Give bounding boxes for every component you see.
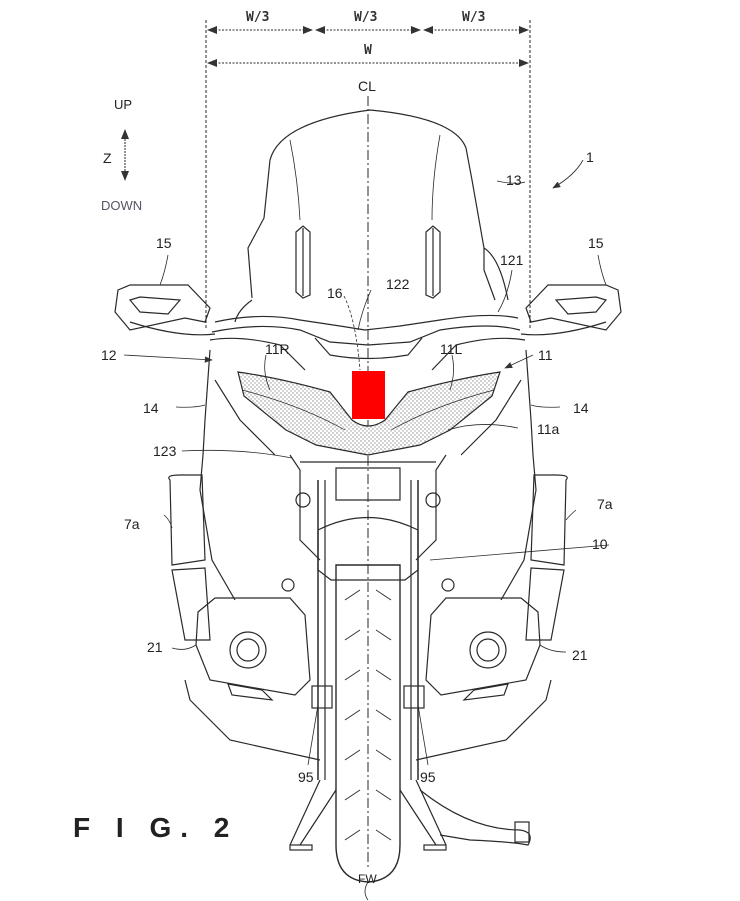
side-case-right <box>530 474 568 566</box>
ref-11R: 11R <box>265 341 290 357</box>
ref-16: 16 <box>327 285 343 301</box>
fog-lamp-left <box>195 597 311 696</box>
dim-label-third-left: W/3 <box>246 10 270 25</box>
axis-down-label: DOWN <box>101 198 143 213</box>
ref-95-right: 95 <box>420 769 436 785</box>
dimension-extension-lines <box>205 20 531 330</box>
ref-95-left: 95 <box>298 769 314 785</box>
fog-lamp-right <box>425 597 541 696</box>
ref-15-left: 15 <box>156 235 172 251</box>
ref-14-right: 14 <box>573 400 589 416</box>
ref-7a-right: 7a <box>597 496 613 512</box>
front-fender <box>317 517 419 581</box>
ref-13: 13 <box>506 172 522 188</box>
ref-12: 12 <box>101 347 117 363</box>
ref-10: 10 <box>592 536 608 552</box>
ref-122: 122 <box>386 276 410 292</box>
axis-up-label: UP <box>114 97 133 112</box>
ref-15-right: 15 <box>588 235 604 251</box>
ref-123: 123 <box>153 443 177 459</box>
centerline-label: CL <box>358 78 376 94</box>
side-case-left <box>168 474 206 566</box>
dim-label-total: W <box>364 43 372 58</box>
dim-label-third-middle: W/3 <box>354 10 378 25</box>
ref-FW: FW <box>358 872 377 886</box>
sensor-highlight <box>352 371 385 419</box>
ref-11: 11 <box>538 347 553 363</box>
ref-7a-left: 7a <box>124 516 140 532</box>
figure-title: F I G. 2 <box>73 812 239 843</box>
ref-14-left: 14 <box>143 400 159 416</box>
ref-1: 1 <box>586 149 594 165</box>
ref-11a: 11a <box>537 421 560 437</box>
ref-121: 121 <box>500 252 524 268</box>
dimension-arrows <box>207 26 529 67</box>
ref-21-right: 21 <box>572 647 588 663</box>
windscreen <box>247 109 496 301</box>
axis-z-label: Z <box>103 150 112 166</box>
mirror-right <box>525 284 622 331</box>
ref-21-left: 21 <box>147 639 163 655</box>
mirror-left <box>114 284 211 331</box>
dim-label-third-right: W/3 <box>462 10 486 25</box>
front-wheel <box>335 564 401 883</box>
ref-11L: 11L <box>440 341 463 357</box>
headlight-assembly <box>237 371 501 456</box>
